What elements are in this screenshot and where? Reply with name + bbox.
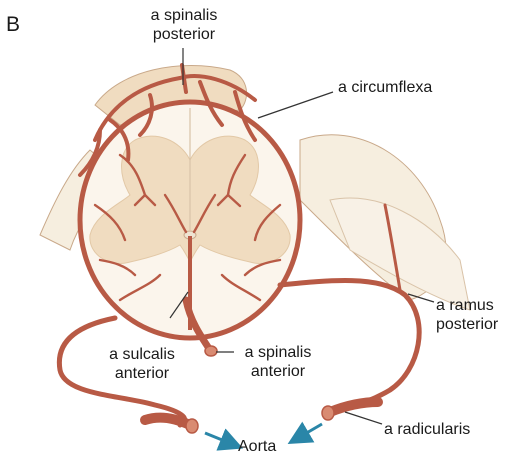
label-circumflexa: a circumflexa (338, 78, 432, 97)
label-sulcalis-anterior-line2: anterior (94, 364, 190, 383)
left-aorta-cut-end (186, 419, 198, 433)
panel-letter: B (6, 14, 20, 36)
label-sulcalis-anterior-line1: a sulcalis (94, 345, 190, 364)
label-ramus-posterior-line1: a ramus (436, 296, 498, 315)
label-spinalis-anterior-line2: anterior (234, 362, 322, 381)
aorta-arrow-left (205, 433, 232, 444)
leader-radicularis (345, 412, 382, 424)
left-aorta-segment (145, 418, 190, 425)
label-sulcalis-anterior: a sulcalis anterior (94, 345, 190, 383)
label-ramus-posterior: a ramus posterior (436, 296, 498, 334)
label-spinalis-posterior-line2: posterior (132, 25, 236, 44)
right-aorta-segment (330, 402, 378, 412)
label-spinalis-anterior-line1: a spinalis (234, 343, 322, 362)
aorta-arrow-right (298, 424, 322, 438)
label-aorta: Aorta (238, 437, 276, 456)
label-spinalis-posterior-line1: a spinalis (132, 6, 236, 25)
label-spinalis-anterior: a spinalis anterior (234, 343, 322, 381)
label-ramus-posterior-line2: posterior (436, 315, 498, 334)
right-aorta-cut-end (322, 406, 334, 420)
label-spinalis-posterior: a spinalis posterior (132, 6, 236, 44)
leader-circumflexa (258, 92, 333, 118)
label-radicularis: a radicularis (384, 420, 470, 439)
spinalis-anterior-cut-end (205, 346, 217, 356)
